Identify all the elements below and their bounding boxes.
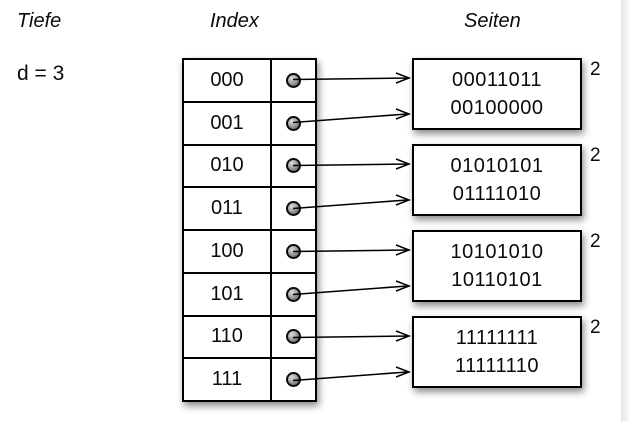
page-entry: 11111110 — [454, 355, 540, 377]
index-row-110: 110 — [184, 314, 315, 358]
pointer-cell — [272, 231, 315, 272]
index-row-011: 011 — [184, 186, 315, 229]
header-tiefe: Tiefe — [17, 10, 62, 32]
pointer-dot-icon — [286, 286, 301, 302]
index-row-111: 111 — [184, 357, 315, 400]
page-box-1: 01010101 01111010 — [412, 144, 582, 216]
pointer-dot-icon — [286, 158, 301, 174]
pointer-cell — [272, 146, 315, 187]
page-entry: 11111111 — [455, 327, 539, 349]
pointer-dot-icon — [286, 243, 301, 259]
page-entry: 10101010 — [450, 241, 544, 263]
index-row-label: 000 — [184, 60, 272, 101]
index-row-label: 100 — [184, 231, 272, 272]
index-row-label: 011 — [184, 188, 272, 229]
pointer-dot-icon — [286, 115, 301, 131]
pointer-dot-icon — [286, 329, 301, 345]
pointer-dot-icon — [286, 72, 301, 88]
pointer-cell — [272, 274, 315, 315]
page-entry: 10110101 — [451, 269, 543, 291]
page-box-3: 11111111 11111110 — [412, 316, 582, 388]
page-box-0: 00011011 00100000 — [412, 58, 582, 130]
header-index: Index — [210, 10, 259, 32]
index-row-010: 010 — [184, 143, 315, 187]
header-seiten: Seiten — [464, 10, 521, 32]
pointer-cell — [272, 317, 315, 358]
pointer-cell — [272, 188, 315, 229]
pointer-cell — [272, 60, 315, 101]
page-box-2: 10101010 10110101 — [412, 230, 582, 302]
page-entry: 00011011 — [451, 69, 542, 91]
local-depth-label: 2 — [590, 59, 601, 80]
local-depth-label: 2 — [590, 145, 601, 166]
index-row-label: 010 — [184, 145, 272, 187]
page-entry: 01010101 — [450, 155, 544, 177]
page-entry: 00100000 — [450, 97, 544, 119]
index-row-100: 100 — [184, 229, 315, 272]
pointer-cell — [272, 359, 315, 400]
index-row-001: 001 — [184, 100, 315, 144]
pointer-dot-icon — [286, 201, 301, 217]
local-depth-label: 2 — [590, 231, 601, 252]
slide-edge-strip — [621, 0, 629, 421]
pointer-cell — [272, 103, 315, 144]
local-depth-label: 2 — [590, 317, 601, 338]
page-entry: 01111010 — [452, 183, 542, 205]
index-row-label: 111 — [184, 359, 272, 400]
index-row-label: 001 — [184, 102, 272, 144]
index-row-000: 000 — [184, 60, 315, 101]
global-depth-label: d = 3 — [17, 62, 65, 85]
index-row-label: 110 — [184, 316, 272, 358]
pointer-dot-icon — [286, 372, 301, 388]
index-row-101: 101 — [184, 271, 315, 315]
index-row-label: 101 — [184, 273, 272, 315]
